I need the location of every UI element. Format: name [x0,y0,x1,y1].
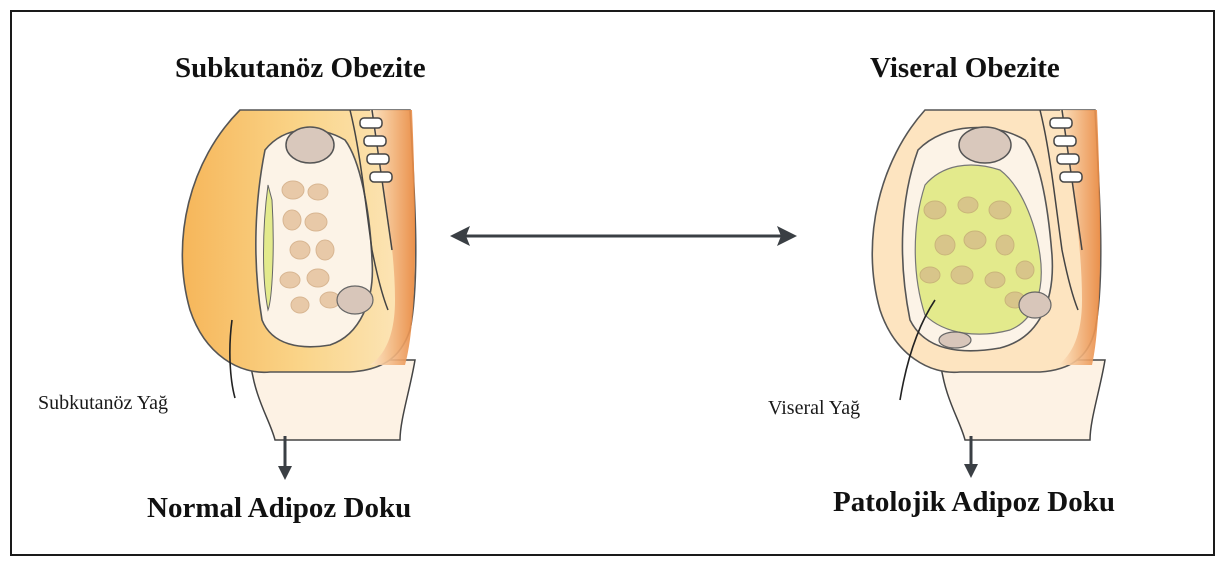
left-panel-title: Subkutanöz Obezite [175,52,426,85]
right-pelvic-organ [1019,292,1051,318]
left-down-arrow [278,436,292,480]
right-torso-illustration [872,110,1105,440]
comparison-double-arrow [450,226,797,246]
right-panel-title: Viseral Obezite [870,52,1060,85]
left-torso-illustration [182,110,415,440]
left-pelvic-organ [337,286,373,314]
left-organ-top [286,127,334,163]
right-fat-label: Viseral Yağ [768,397,860,420]
right-result-label: Patolojik Adipoz Doku [833,486,1115,519]
right-organ-top [959,127,1011,163]
right-down-arrow [964,436,978,478]
left-result-label: Normal Adipoz Doku [147,492,411,525]
left-fat-label: Subkutanöz Yağ [38,392,168,415]
right-small-organ [939,332,971,348]
